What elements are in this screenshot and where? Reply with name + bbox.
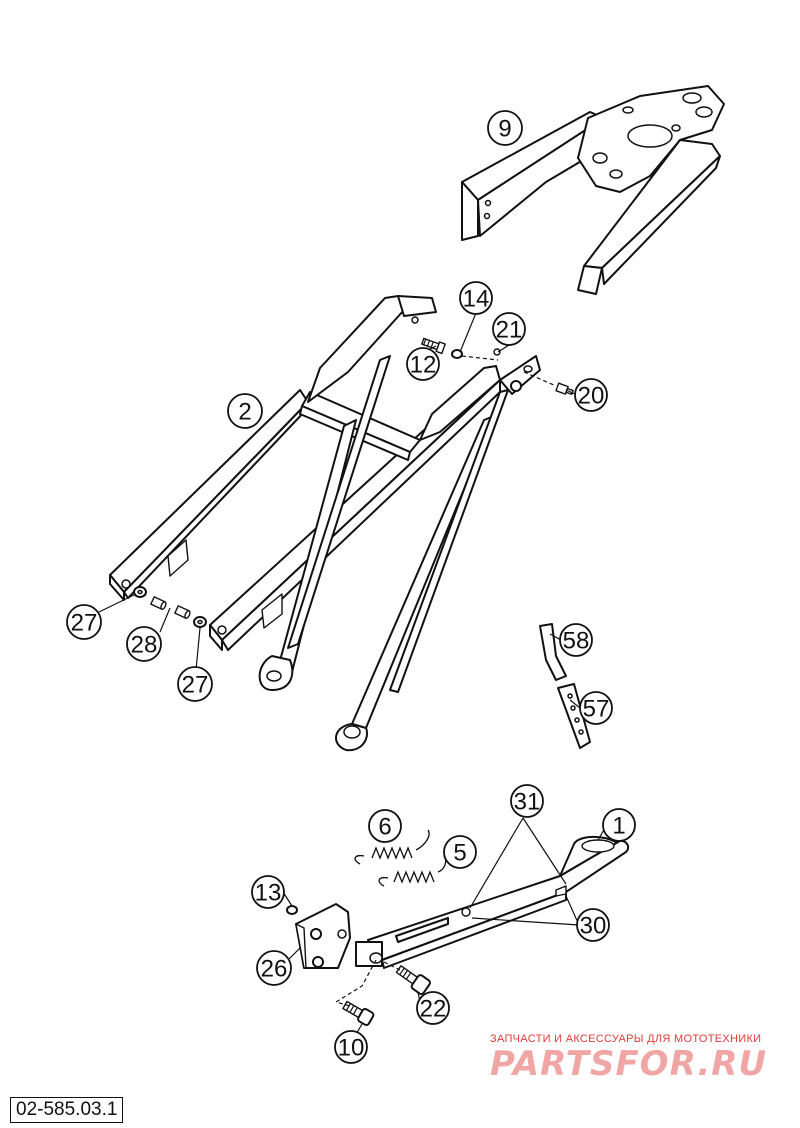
callout-27-top: 27 [66, 604, 102, 640]
callout-2: 2 [227, 393, 263, 429]
callout-9: 9 [487, 110, 523, 146]
svg-text:57: 57 [583, 696, 610, 723]
part-27-28-washers [133, 586, 207, 628]
svg-text:14: 14 [463, 286, 490, 313]
callout-6: 6 [368, 809, 402, 843]
svg-text:26: 26 [261, 956, 288, 983]
callout-12: 12 [406, 347, 440, 381]
callout-13: 13 [251, 875, 285, 909]
part-9-rear-bracket [461, 85, 725, 295]
watermark-logo: PARTSFOR.RU [490, 1044, 768, 1084]
svg-text:2: 2 [238, 399, 251, 426]
diagram-code-label: 02-585.03.1 [10, 1097, 124, 1123]
svg-text:20: 20 [578, 383, 605, 410]
part-5-6-springs [354, 829, 447, 887]
svg-text:9: 9 [498, 116, 511, 143]
svg-text:27: 27 [71, 610, 98, 637]
callout-21: 21 [492, 312, 526, 346]
callout-20: 20 [574, 378, 608, 412]
callout-26: 26 [256, 950, 292, 986]
callout-31: 31 [510, 784, 544, 818]
svg-text:1: 1 [612, 813, 625, 840]
callout-58: 58 [559, 623, 593, 657]
callout-5: 5 [443, 835, 477, 869]
svg-text:27: 27 [182, 672, 209, 699]
part-2-subframe [109, 295, 541, 752]
part-10-22-bolts [334, 959, 431, 1026]
svg-text:10: 10 [338, 1035, 365, 1062]
svg-text:31: 31 [514, 789, 541, 816]
svg-text:30: 30 [580, 913, 607, 940]
callout-22: 22 [416, 991, 450, 1025]
callout-57: 57 [579, 691, 613, 725]
part-26-mounting-plate [286, 903, 351, 969]
callout-28: 28 [126, 626, 162, 662]
svg-text:22: 22 [420, 996, 447, 1023]
callout-27-bottom: 27 [177, 666, 213, 702]
svg-text:58: 58 [563, 628, 590, 655]
svg-text:12: 12 [410, 352, 437, 379]
svg-text:28: 28 [131, 632, 158, 659]
svg-text:5: 5 [453, 840, 466, 867]
part-57-58-rubber-stops [539, 623, 591, 749]
callout-1: 1 [602, 808, 636, 842]
callout-14: 14 [459, 281, 493, 315]
svg-text:6: 6 [378, 814, 391, 841]
part-1-side-stand [355, 836, 630, 969]
svg-text:13: 13 [255, 880, 282, 907]
callout-30: 30 [576, 908, 610, 942]
callout-10: 10 [334, 1030, 368, 1064]
watermark-tagline: ЗАПЧАСТИ И АКСЕССУАРЫ ДЛЯ МОТОТЕХНИКИ [490, 1033, 762, 1045]
svg-text:21: 21 [496, 317, 523, 344]
